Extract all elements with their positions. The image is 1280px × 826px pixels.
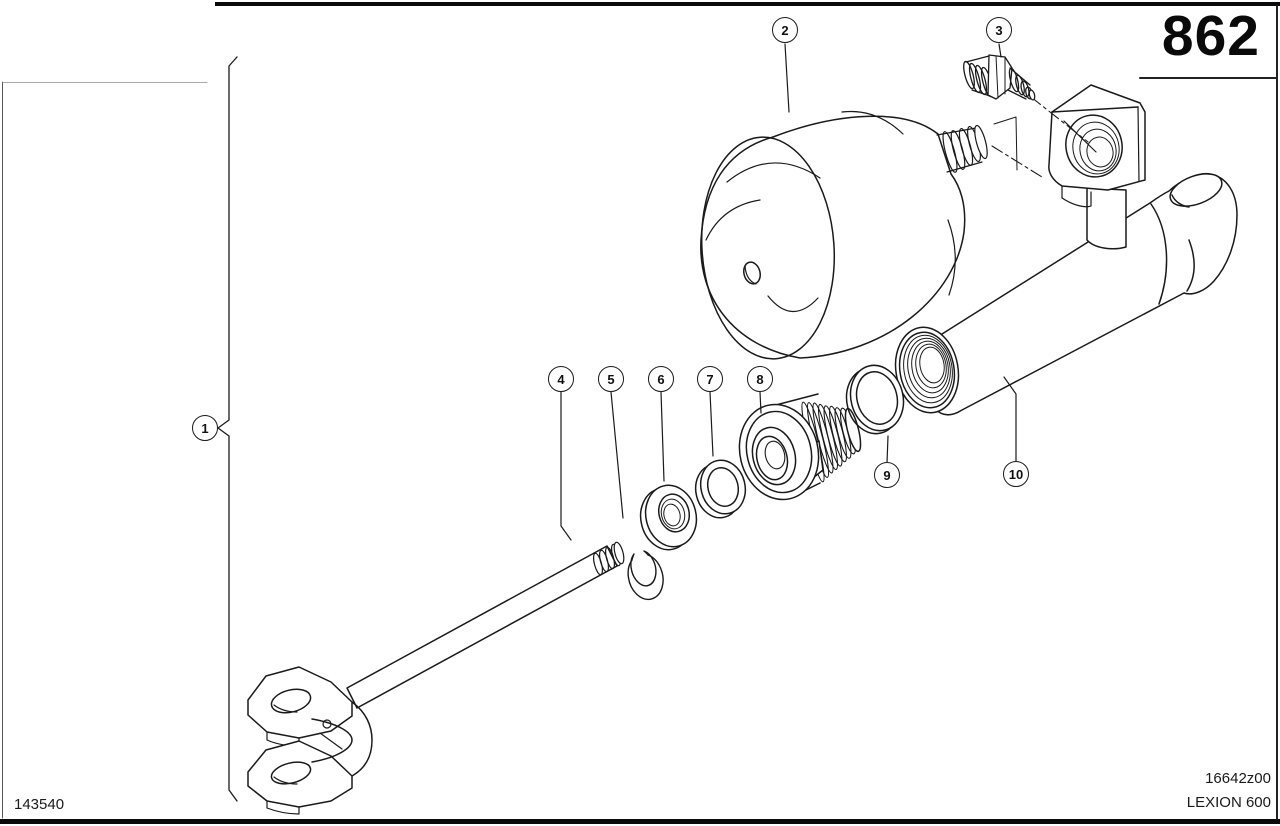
model-name: LEXION 600 <box>1186 794 1271 811</box>
accumulator-threaded-stem <box>936 124 988 173</box>
bracket-callout-1 <box>217 56 238 802</box>
part-seal-ring <box>694 459 747 519</box>
callout-6: 6 <box>648 366 674 392</box>
elbow-threaded-bore <box>1063 114 1123 178</box>
callout-1: 1 <box>192 415 218 441</box>
callout-7: 7 <box>697 366 723 392</box>
part-accumulator <box>700 110 988 360</box>
callout-10: 10 <box>1003 461 1029 487</box>
rod-clevis <box>247 666 373 815</box>
figure-footer: 16642z00 LEXION 600 <box>1187 770 1271 811</box>
page-number: 862 <box>1161 4 1260 68</box>
accumulator-face <box>700 136 836 360</box>
callout-8: 8 <box>747 366 773 392</box>
part-nipple-fitting <box>963 54 1036 101</box>
part-o-ring <box>845 364 905 435</box>
callout-leader-lines <box>217 43 1017 802</box>
tube-eye-hole <box>1169 173 1223 207</box>
assembly-centerlines <box>991 96 1089 178</box>
callout-9: 9 <box>874 462 900 488</box>
part-gland-nut <box>738 393 862 501</box>
elbow-fitting-block <box>1048 84 1146 250</box>
part-guide-bush <box>639 484 698 551</box>
callout-4: 4 <box>548 366 574 392</box>
rod-threaded-tip <box>592 541 625 576</box>
part-piston-rod <box>247 541 625 815</box>
part-cylinder-tube <box>894 172 1238 416</box>
callout-2: 2 <box>772 17 798 43</box>
figure-code: 16642z00 <box>1205 770 1271 787</box>
document-code: 143540 <box>14 796 65 813</box>
tube-threaded-mouth <box>894 326 960 414</box>
callout-5: 5 <box>598 366 624 392</box>
part-snap-ring <box>627 550 664 601</box>
callout-3: 3 <box>986 17 1012 43</box>
